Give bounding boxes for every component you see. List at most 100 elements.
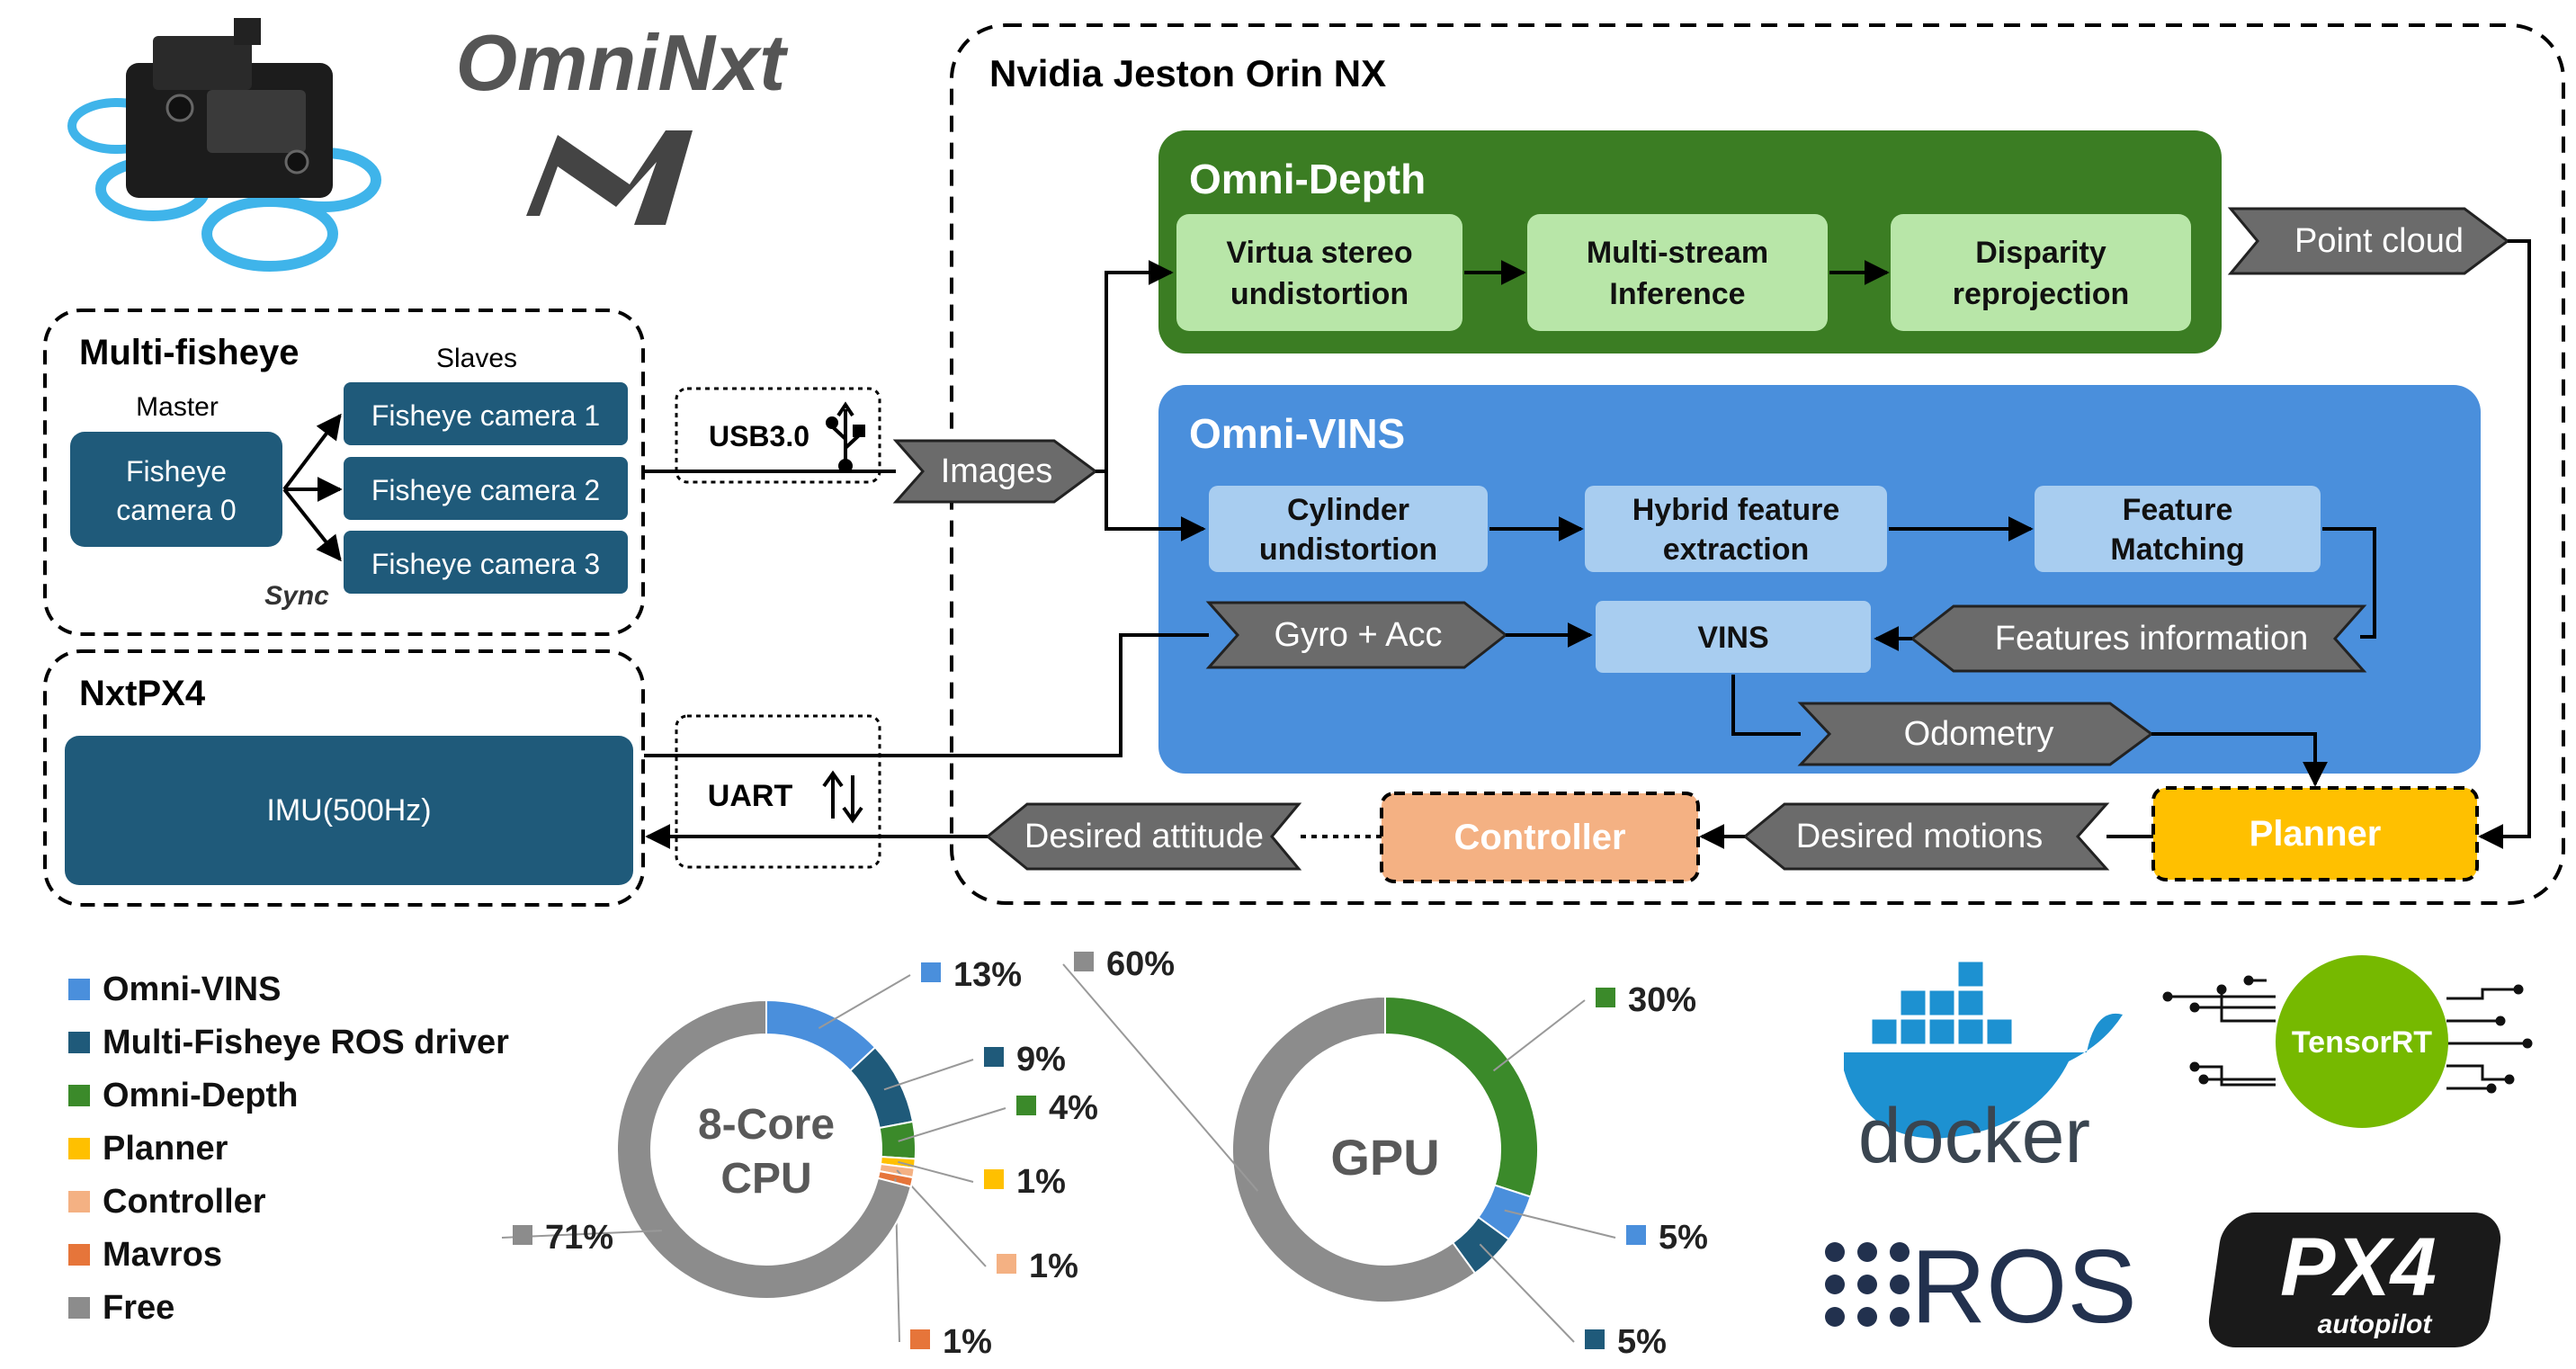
cpu-slice bbox=[765, 998, 877, 1072]
images-label: Images bbox=[941, 452, 1053, 490]
docker-wordmark: docker bbox=[1858, 1093, 2090, 1179]
gpu-label-swatch bbox=[1074, 952, 1094, 971]
slave-camera-1-node bbox=[344, 382, 628, 445]
cpu-leader-line bbox=[898, 1160, 974, 1183]
cylinder-line2: undistortion bbox=[1259, 532, 1437, 567]
legend-label: Multi-Fisheye ROS driver bbox=[103, 1024, 509, 1061]
odometry-label: Odometry bbox=[1904, 715, 2054, 753]
legend-swatch bbox=[68, 1297, 90, 1319]
disparity-node bbox=[1891, 214, 2191, 331]
cpu-leader-line bbox=[883, 1059, 974, 1091]
gpu-slice-label: 60% bbox=[1106, 945, 1175, 983]
gpu-center-label: GPU bbox=[1330, 1129, 1439, 1186]
cpu-slice bbox=[878, 1120, 917, 1160]
drone-image bbox=[67, 18, 381, 272]
desired-motions-label: Desired motions bbox=[1796, 818, 2044, 855]
ros-wordmark: ROS bbox=[1910, 1228, 2136, 1345]
cpu-center-line1: 8-Core bbox=[698, 1101, 835, 1149]
gpu-slice-label: 5% bbox=[1659, 1219, 1708, 1257]
odometry-flow: Odometry bbox=[1797, 702, 2154, 766]
cpu-label-swatch bbox=[984, 1169, 1004, 1189]
cpu-label-swatch bbox=[1016, 1096, 1036, 1115]
multistream-line1: Multi-stream bbox=[1587, 236, 1768, 270]
omni-depth-title: Omni-Depth bbox=[1189, 156, 1426, 202]
vins-label: VINS bbox=[1697, 621, 1768, 655]
cpu-label-swatch bbox=[984, 1047, 1004, 1067]
master-camera-line1: Fisheye bbox=[126, 455, 227, 488]
jetson-group-box bbox=[950, 23, 2565, 905]
px4-subtitle: autopilot bbox=[2318, 1310, 2434, 1339]
gpu-leader-line bbox=[1062, 963, 1259, 1192]
cpu-slice-label: 1% bbox=[1016, 1163, 1066, 1201]
point-cloud-label: Point cloud bbox=[2294, 222, 2464, 260]
desired-motions-flow: Desired motions bbox=[1742, 802, 2110, 871]
images-flow: Images bbox=[892, 439, 1098, 504]
cpu-label-swatch bbox=[513, 1225, 532, 1245]
fisheye-group-title: Multi-fisheye bbox=[79, 333, 299, 372]
usb-icon bbox=[826, 401, 865, 473]
virtual-stereo-line2: undistortion bbox=[1230, 277, 1409, 311]
slaves-label: Slaves bbox=[436, 344, 517, 373]
master-camera-line2: camera 0 bbox=[116, 494, 236, 526]
legend-swatch bbox=[68, 1032, 90, 1053]
multistream-node bbox=[1527, 214, 1828, 331]
nxtpx4-group-box bbox=[43, 649, 645, 907]
gpu-slice-label: 5% bbox=[1617, 1323, 1667, 1361]
slave-camera-3-label: Fisheye camera 3 bbox=[371, 548, 600, 580]
cylinder-node bbox=[1209, 486, 1488, 572]
virtual-stereo-line1: Virtua stereo bbox=[1226, 236, 1412, 270]
brand-title: OmniNxt bbox=[456, 18, 789, 107]
fisheye-group-box bbox=[43, 309, 645, 636]
planner-node bbox=[2151, 786, 2479, 881]
legend-swatch bbox=[68, 979, 90, 1000]
swap-arrows-icon bbox=[822, 770, 863, 824]
uart-port-label: UART bbox=[708, 779, 793, 813]
legend-swatch bbox=[68, 1244, 90, 1266]
legend-swatch bbox=[68, 1138, 90, 1159]
point-cloud-flow: Point cloud bbox=[2227, 207, 2510, 275]
connector-edges bbox=[644, 239, 2531, 849]
vins-edges bbox=[1489, 516, 2376, 639]
docker-logo: docker bbox=[1844, 959, 2123, 1179]
usb-port-label: USB3.0 bbox=[709, 420, 809, 452]
multistream-line2: Inference bbox=[1609, 277, 1745, 311]
cpu-label-swatch bbox=[997, 1254, 1016, 1274]
sync-label: Sync bbox=[264, 581, 329, 611]
legend-label: Mavros bbox=[103, 1236, 222, 1274]
disparity-line2: reprojection bbox=[1953, 277, 2129, 311]
gpu-label-swatch bbox=[1596, 988, 1615, 1007]
cpu-slice bbox=[616, 998, 912, 1300]
cpu-slice-label: 4% bbox=[1049, 1089, 1098, 1127]
planner-label: Planner bbox=[2250, 814, 2382, 854]
cpu-slice-label: 1% bbox=[943, 1323, 992, 1361]
desired-attitude-flow: Desired attitude bbox=[985, 802, 1302, 871]
slave-camera-3-node bbox=[344, 531, 628, 594]
gpu-slice bbox=[1231, 995, 1477, 1303]
cpu-donut-chart: 13%9%4%1%1%1%71% bbox=[501, 956, 1098, 1361]
legend-label: Controller bbox=[103, 1183, 266, 1221]
gpu-leader-line bbox=[1492, 999, 1586, 1072]
cpu-center-line2: CPU bbox=[720, 1155, 811, 1203]
tensorrt-logo: TensorRT bbox=[2162, 955, 2533, 1128]
px4-logo: PX4 autopilot bbox=[2208, 1212, 2501, 1347]
legend-label: Omni-VINS bbox=[103, 971, 281, 1008]
gpu-donut-chart: 30%5%5%60% bbox=[1062, 945, 1708, 1361]
vins-node bbox=[1596, 601, 1871, 673]
cpu-label-swatch bbox=[921, 962, 941, 982]
gpu-label-swatch bbox=[1626, 1225, 1646, 1245]
px4-wordmark: PX4 bbox=[2280, 1221, 2437, 1313]
feature-matching-node bbox=[2035, 486, 2321, 572]
omni-vins-panel bbox=[1158, 385, 2481, 774]
legend-label: Omni-Depth bbox=[103, 1077, 298, 1114]
gyro-label: Gyro + Acc bbox=[1275, 616, 1443, 654]
feature-matching-line2: Matching bbox=[2110, 532, 2244, 567]
legend-label: Free bbox=[103, 1289, 174, 1327]
slave-camera-2-node bbox=[344, 457, 628, 520]
cpu-slice-label: 13% bbox=[953, 956, 1022, 994]
legend: Omni-VINS Multi-Fisheye ROS driverOmni-De… bbox=[68, 971, 509, 1327]
sync-edges bbox=[282, 413, 343, 562]
slave-camera-2-label: Fisheye camera 2 bbox=[371, 474, 600, 506]
cpu-slice-label: 71% bbox=[545, 1219, 613, 1257]
usb-port-box bbox=[675, 387, 881, 484]
